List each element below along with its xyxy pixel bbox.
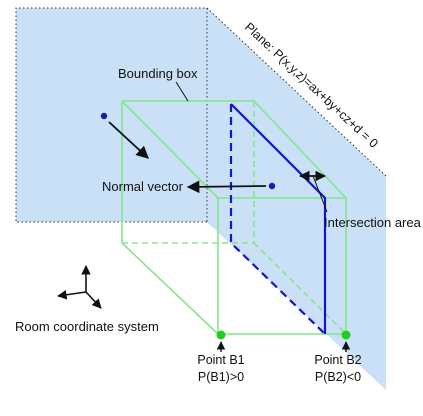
- bounding-box-label: Bounding box: [118, 66, 198, 81]
- room-coordinate-system-label: Room coordinate system: [15, 319, 159, 334]
- plane-surface: [16, 8, 386, 390]
- normal-vector-arrow-front: [186, 180, 267, 194]
- intersection-area-leader: [312, 175, 328, 213]
- bounding-box: [121, 100, 348, 335]
- plane-top-edge: [206, 7, 387, 177]
- intersection-hidden-edges: [229, 104, 326, 335]
- point-b1-value: P(B1)>0: [198, 370, 244, 384]
- bounding-box-leader: [175, 81, 189, 102]
- box-hidden-edges: [122, 101, 347, 335]
- intersection-area: [229, 103, 327, 335]
- normal-vector-origin-back: [100, 112, 108, 120]
- normal-vector-label: Normal vector: [102, 179, 184, 194]
- point-b2-label: Point B2: [314, 353, 361, 367]
- plane-left-edge: [15, 7, 207, 223]
- intersection-area-label: Intersection area: [324, 215, 422, 230]
- normal-vector-arrow-back: [108, 121, 149, 159]
- point-b1-label: Point B1: [197, 353, 244, 367]
- normal-vector-origin-front: [268, 182, 276, 190]
- point-b2-marker: [341, 330, 351, 340]
- box-edge-bottom-left: [121, 242, 219, 335]
- intersection-visible-edges: [230, 103, 327, 334]
- point-b2-value: P(B2)<0: [315, 370, 361, 384]
- point-b1-marker: [216, 330, 226, 340]
- room-coordinate-axes-icon: [57, 265, 102, 309]
